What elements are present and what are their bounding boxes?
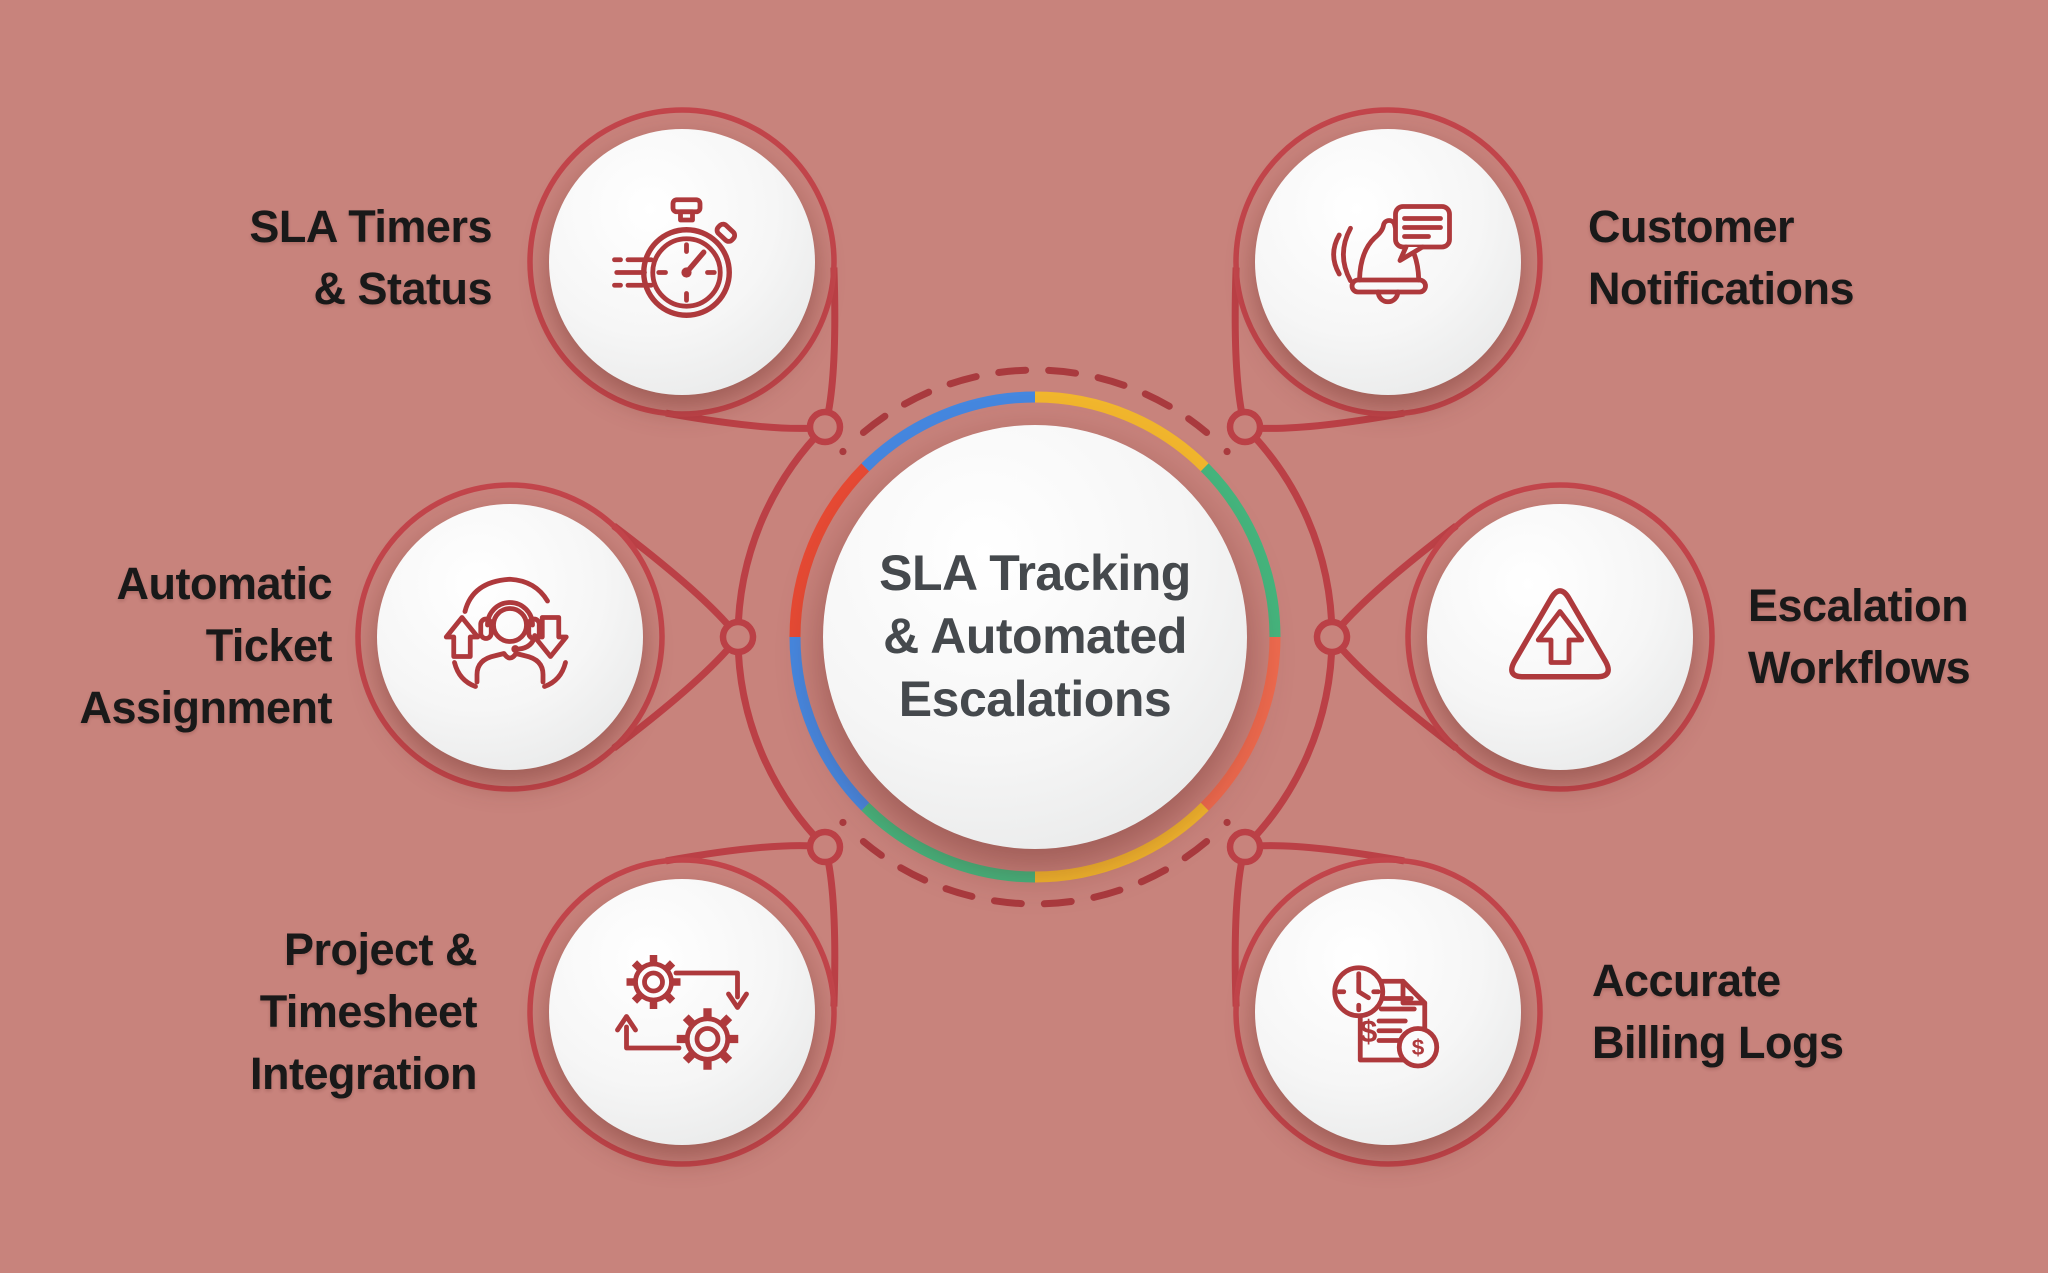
junction-node	[806, 408, 844, 446]
satellite-circle-top-right	[1255, 129, 1521, 395]
junction-node	[1313, 618, 1351, 656]
satellite-ring-top-left	[527, 107, 837, 417]
satellite-circle-middle-left	[377, 504, 643, 770]
dashed-end-dot	[839, 447, 847, 456]
label-line: Escalation	[1748, 580, 1969, 631]
coin-dollar-glyph: $	[1412, 1035, 1425, 1060]
dashed-arc-top	[859, 366, 1211, 436]
satellite-circle-top-left	[549, 129, 815, 395]
satellite-ring-top-right	[1233, 107, 1543, 417]
circles	[377, 129, 1693, 1145]
notification-bell-icon	[1331, 204, 1452, 305]
dashed-ring	[839, 366, 1231, 908]
billing-invoice-icon: $ $	[1332, 965, 1440, 1069]
support-agent-icon	[443, 576, 569, 689]
stopwatch-icon	[612, 197, 738, 318]
label-sla-timers-status: SLA Timers & Status	[249, 196, 492, 320]
center-title: SLA Tracking & Automated Escalations	[735, 542, 1335, 731]
label-line: Timesheet	[259, 986, 478, 1037]
ring-segment-salmon	[1200, 636, 1281, 811]
label-line: Workflows	[1748, 642, 1971, 693]
label-automatic-ticket-assignment: Automatic Ticket Assignment	[79, 553, 332, 739]
center-title-line: Escalations	[898, 671, 1172, 727]
satellite-ring-bottom-right	[1233, 857, 1543, 1167]
satellite-ring-bottom-left	[527, 857, 837, 1167]
junction-nodes	[719, 408, 1351, 866]
label-line: Billing Logs	[1592, 1017, 1844, 1068]
satellite-ring-middle-left	[355, 482, 665, 792]
ring-segment-blue	[789, 636, 870, 811]
colored-ring	[789, 391, 1281, 883]
invoice-dollar-glyph: $	[1360, 1013, 1378, 1049]
center-title-line: SLA Tracking	[879, 545, 1191, 601]
label-escalation-workflows: Escalation Workflows	[1748, 575, 1971, 699]
satellite-ring-middle-right	[1405, 482, 1715, 792]
ring-segment-yellow	[1034, 802, 1209, 883]
label-line: Ticket	[205, 620, 333, 671]
label-line: Customer	[1588, 201, 1795, 252]
dashed-end-dot	[839, 818, 847, 827]
ring-segment-green	[861, 802, 1036, 883]
label-line: Notifications	[1588, 263, 1855, 314]
label-line: Project &	[283, 924, 478, 975]
escalation-triangle-icon	[1509, 588, 1611, 680]
junction-node	[806, 828, 844, 866]
label-line: Accurate	[1592, 955, 1781, 1006]
label-accurate-billing-logs: Accurate Billing Logs	[1592, 950, 1844, 1074]
label-line: Assignment	[79, 682, 332, 733]
satellite-outer-rings	[355, 107, 1715, 1167]
label-line: & Status	[313, 263, 492, 314]
label-customer-notifications: Customer Notifications	[1588, 196, 1855, 320]
gears-sync-icon	[615, 955, 749, 1070]
dashed-arc-bottom	[859, 838, 1211, 908]
label-line: SLA Timers	[249, 201, 492, 252]
dashed-end-dot	[1223, 818, 1231, 827]
junction-node	[719, 618, 757, 656]
center-circle	[823, 425, 1247, 849]
label-line: Integration	[250, 1048, 478, 1099]
junction-node	[1226, 828, 1264, 866]
label-line: Automatic	[116, 558, 332, 609]
dashed-end-dot	[1223, 447, 1231, 456]
satellite-circle-middle-right	[1427, 504, 1693, 770]
ring-segment-red	[789, 463, 870, 638]
ring-segment-green	[1200, 463, 1281, 638]
satellite-circle-bottom-left	[549, 879, 815, 1145]
junction-node	[1226, 408, 1264, 446]
label-project-timesheet-integration: Project & Timesheet Integration	[250, 919, 478, 1105]
center-title-line: & Automated	[883, 608, 1187, 664]
ring-segment-yellow	[1034, 391, 1209, 472]
ring-segment-blue	[861, 391, 1036, 472]
